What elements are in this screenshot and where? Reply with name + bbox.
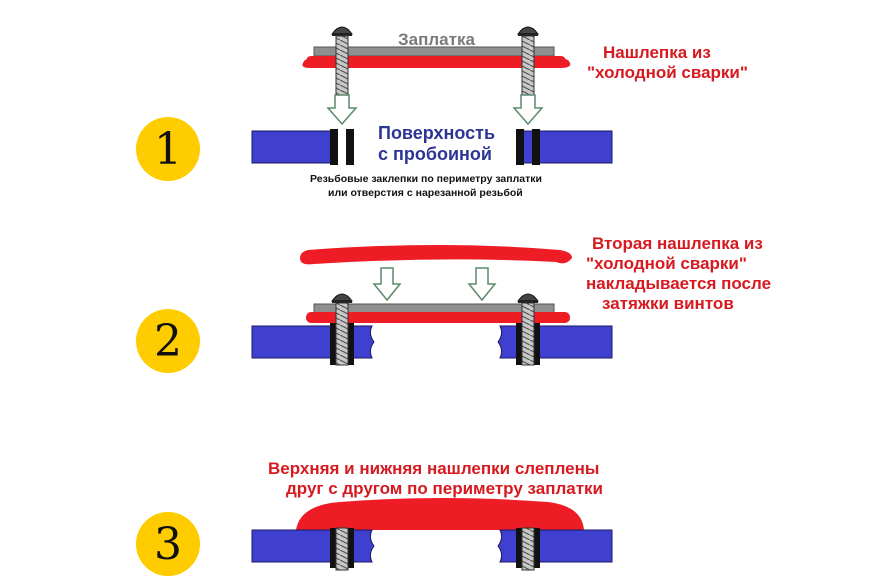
second-weld-label-line3: накладывается после — [586, 274, 771, 293]
cold-weld-layer — [306, 312, 570, 323]
arrow-down-icon — [372, 267, 402, 302]
surface-label-line2: с пробоиной — [378, 144, 492, 164]
arrow-down-icon — [326, 94, 358, 126]
merged-cold-weld — [296, 498, 584, 530]
step-number-1: 1 — [154, 124, 182, 175]
step-3: 3 Верхняя и нижняя нашлепки слеплены дру… — [136, 459, 613, 576]
arrow-down-icon — [467, 267, 497, 302]
rivets-note-line1: Резьбовые заклепки по периметру заплатки — [310, 173, 542, 185]
screw-left-2 — [331, 293, 353, 366]
second-weld-label-line4: затяжки винтов — [602, 294, 734, 313]
rivets-note-line2: или отверстия с нарезанной резьбой — [328, 187, 523, 199]
damaged-surface-1 — [251, 129, 613, 165]
surface-label-line1: Поверхность — [378, 123, 495, 143]
second-weld-label-line1: Вторая нашлепка из — [592, 234, 763, 253]
step-number-2: 2 — [154, 316, 182, 367]
repaired-surface — [251, 527, 613, 571]
step-badge-1: 1 — [136, 117, 200, 181]
cold-weld-label-line1: Нашлепка из — [603, 43, 711, 62]
damaged-surface-2 — [251, 323, 613, 365]
cold-weld-label-line2: "холодной сварки" — [587, 63, 748, 82]
step-1: 1 Заплатка Нашлепка из — [136, 26, 748, 199]
final-label-line2: друг с другом по периметру заплатки — [286, 479, 603, 498]
second-weld-label-line2: "холодной сварки" — [586, 254, 747, 273]
step-badge-2: 2 — [136, 309, 200, 373]
final-label-line1: Верхняя и нижняя нашлепки слеплены — [268, 459, 599, 478]
step-2: 2 Вторая нашлепка из "холодной сварк — [136, 234, 771, 373]
patch-plate — [313, 303, 555, 314]
step-badge-3: 3 — [136, 512, 200, 576]
second-cold-weld-layer — [300, 245, 572, 265]
patch-label: Заплатка — [398, 30, 475, 49]
step-number-3: 3 — [154, 519, 182, 570]
arrow-down-icon — [512, 94, 544, 126]
screw-right-2 — [517, 293, 539, 366]
